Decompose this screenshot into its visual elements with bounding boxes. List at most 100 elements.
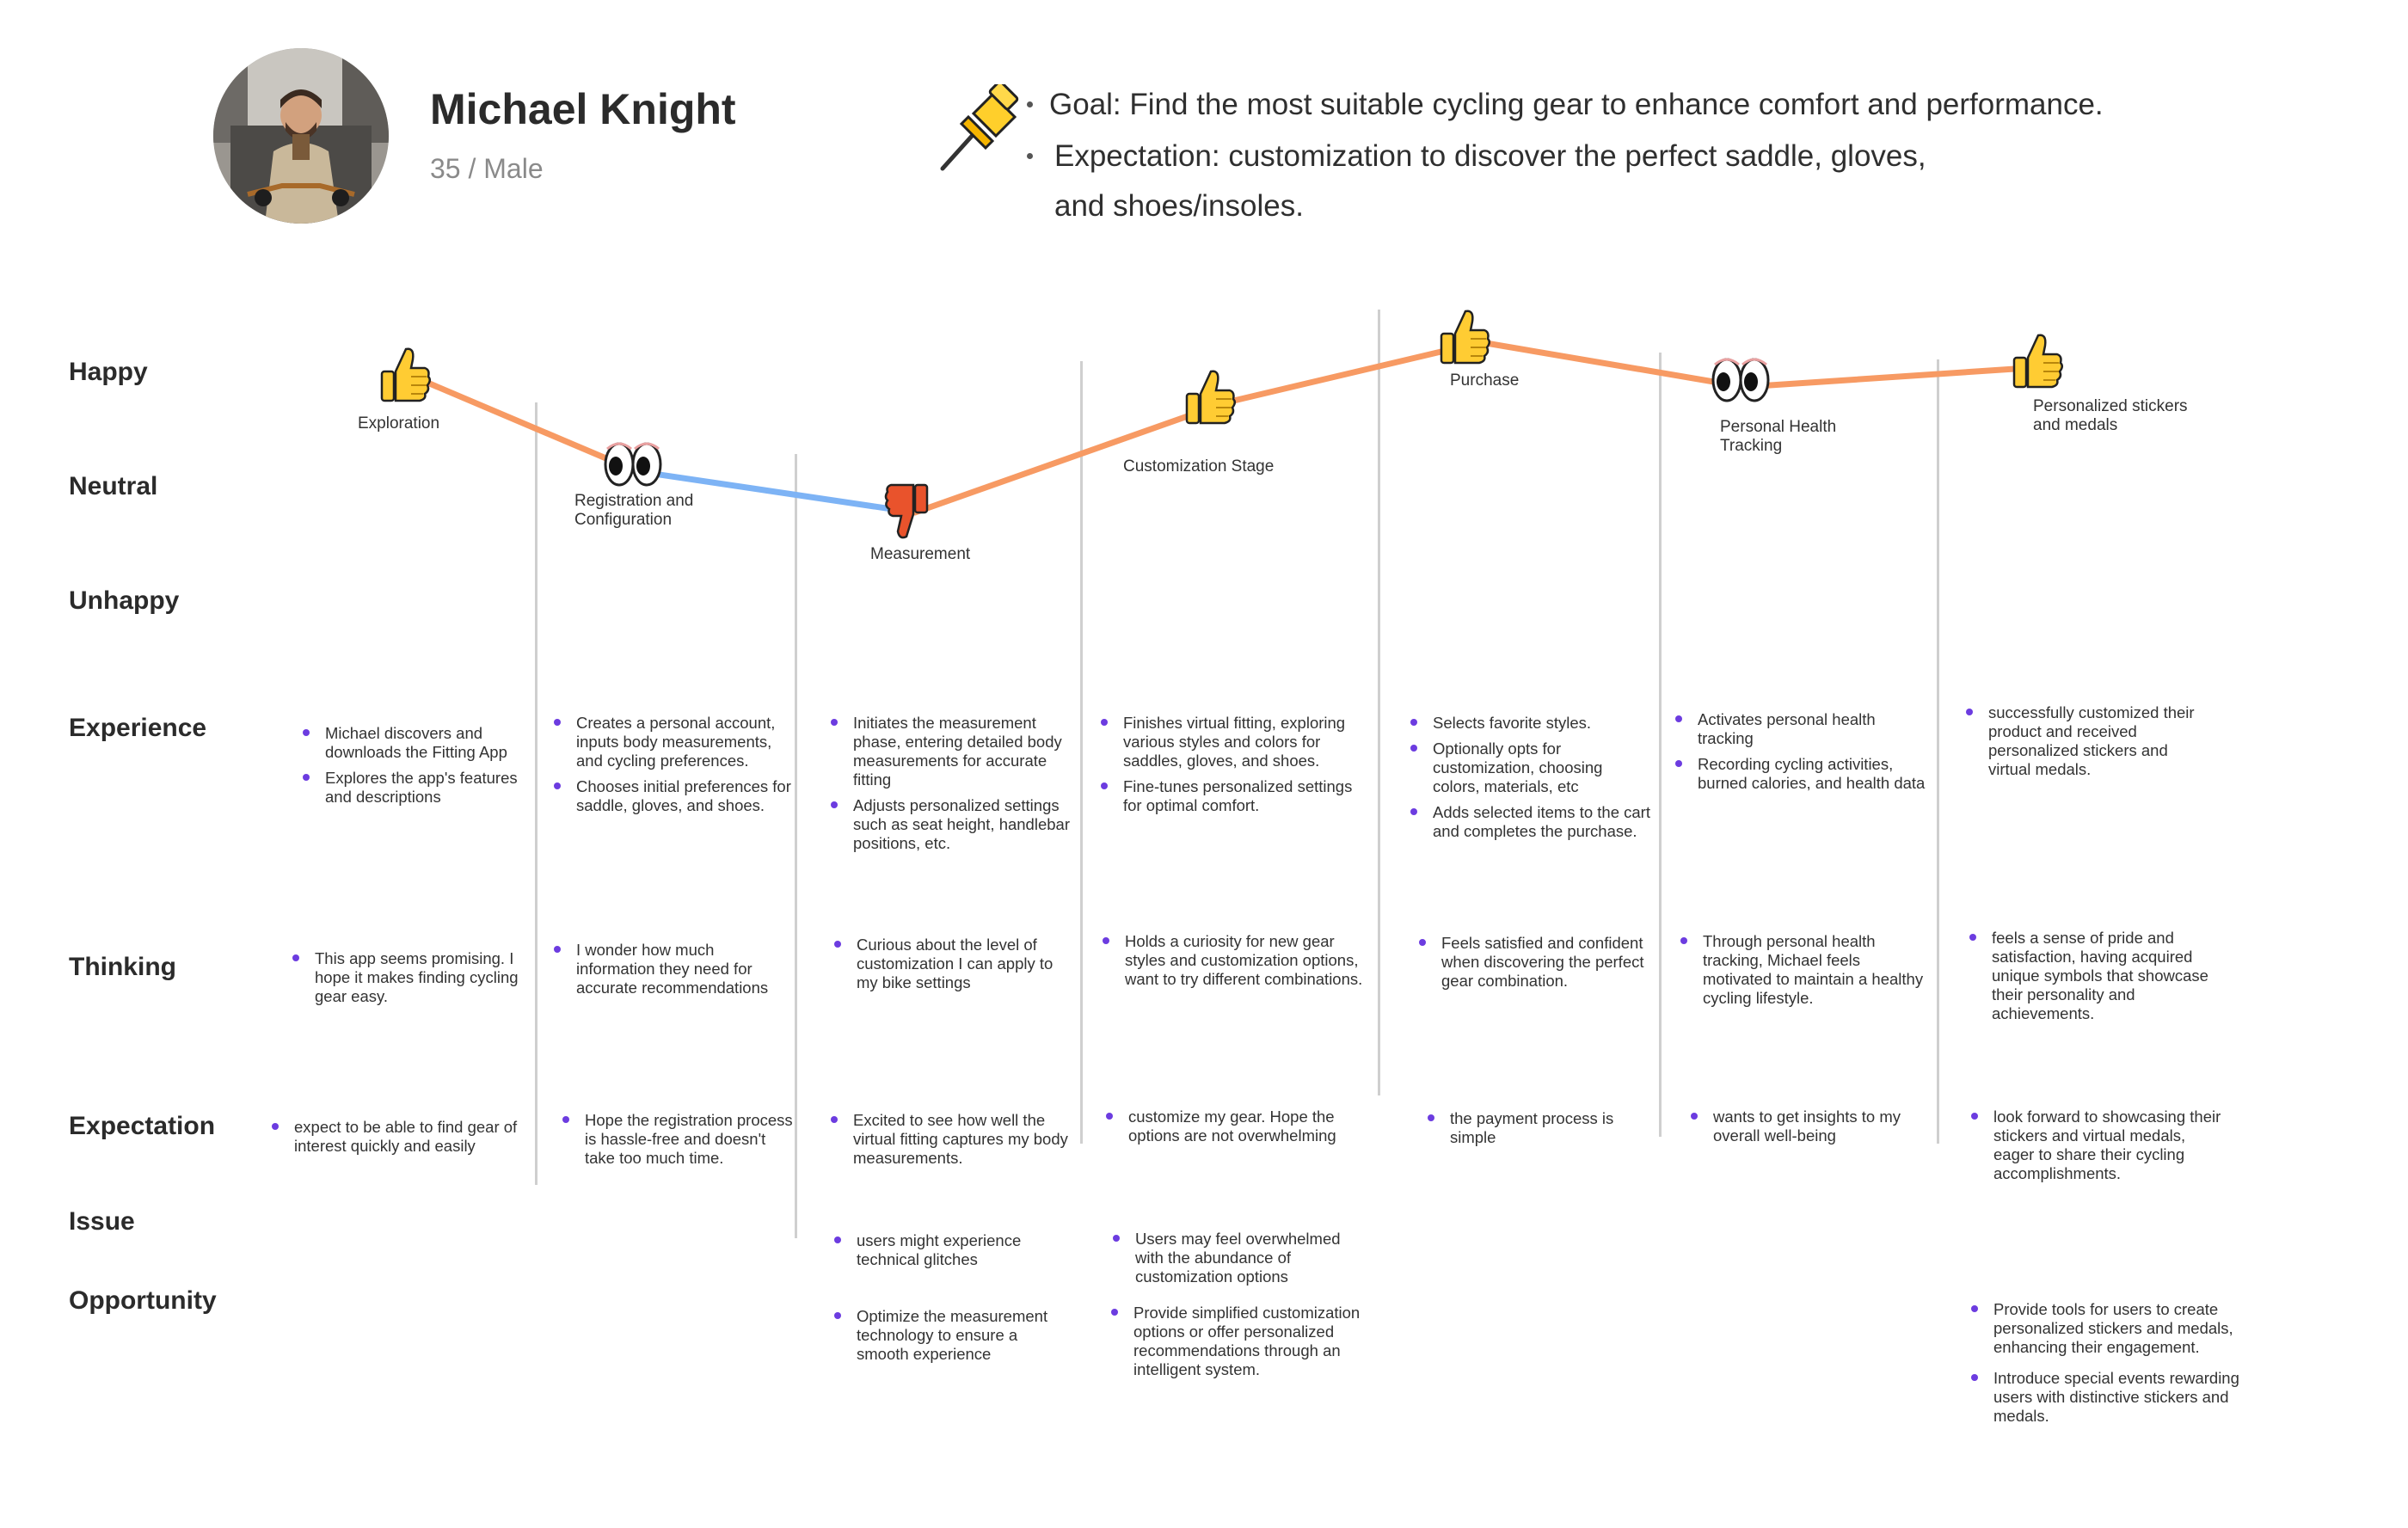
list-item: Fine-tunes personalized settings for opt… (1097, 777, 1364, 815)
curve-segment (912, 399, 1230, 516)
list-item: Optionally opts for customization, choos… (1407, 739, 1653, 796)
curve-segment (1477, 339, 1748, 390)
experience-list: Michael discovers and downloads the Fitt… (299, 724, 537, 813)
row-label-experience: Experience (69, 714, 207, 742)
row-label-happy: Happy (69, 358, 148, 386)
list-item: Introduce special events rewarding users… (1968, 1369, 2243, 1426)
thinking-list: Holds a curiosity for new gear styles an… (1099, 932, 1366, 996)
thinking-list: Through personal health tracking, Michae… (1677, 932, 1933, 1015)
list-item: Users may feel overwhelmed with the abun… (1109, 1230, 1367, 1286)
stage-divider (1080, 361, 1083, 1144)
list-item: Initiates the measurement phase, enterin… (827, 714, 1078, 789)
stage-divider (1378, 310, 1380, 1095)
thumbs-down-icon (884, 483, 929, 539)
pushpin-icon (936, 80, 1025, 174)
expectation-list: Excited to see how well the virtual fitt… (827, 1111, 1078, 1175)
list-item: Provide simplified customization options… (1108, 1304, 1391, 1379)
opportunity-list: Provide simplified customization options… (1108, 1304, 1391, 1386)
stage-divider (1659, 353, 1662, 1137)
persona-age-gender: 35 / Male (430, 153, 544, 184)
stage-label-purchase: Purchase (1450, 371, 1520, 390)
list-item: look forward to showcasing their sticker… (1968, 1108, 2226, 1183)
list-item: Adjusts personalized settings such as se… (827, 796, 1078, 853)
list-item: feels a sense of pride and satisfaction,… (1966, 929, 2241, 1023)
list-item: This app seems promising. I hope it make… (289, 949, 538, 1006)
list-item: customize my gear. Hope the options are … (1103, 1108, 1361, 1145)
list-item: Provide tools for users to create person… (1968, 1300, 2243, 1357)
thinking-list: Feels satisfied and confident when disco… (1416, 934, 1658, 997)
list-item: Excited to see how well the virtual fitt… (827, 1111, 1078, 1168)
row-label-opportunity: Opportunity (69, 1286, 217, 1315)
curve-segment (633, 468, 918, 516)
row-label-expectation: Expectation (69, 1112, 216, 1140)
list-item: Holds a curiosity for new gear styles an… (1099, 932, 1366, 989)
row-label-issue: Issue (69, 1207, 135, 1236)
experience-list: Activates personal health tracking Recor… (1672, 710, 1930, 800)
experience-list: Selects favorite styles. Optionally opts… (1407, 714, 1653, 848)
stage-label-customization: Customization Stage (1123, 457, 1275, 476)
thinking-list: This app seems promising. I hope it make… (289, 949, 538, 1013)
list-item: Hope the registration process is hassle-… (559, 1111, 796, 1168)
opportunity-list: Optimize the measurement technology to e… (831, 1307, 1072, 1371)
experience-list: Finishes virtual fitting, exploring vari… (1097, 714, 1364, 822)
expectation-list: customize my gear. Hope the options are … (1103, 1108, 1361, 1152)
stage-label-stickers: Personalized stickers and medals (2033, 397, 2188, 434)
list-item: the payment process is simple (1424, 1109, 1656, 1147)
stage-label-measurement: Measurement (870, 545, 971, 563)
expectation-list: the payment process is simple (1424, 1109, 1656, 1154)
list-item: Curious about the level of customization… (831, 936, 1078, 992)
curve-segment (1741, 363, 2057, 390)
thumbs-up-icon (380, 347, 431, 402)
stage-label-health-tracking: Personal Health Tracking (1720, 418, 1837, 455)
list-item: Through personal health tracking, Michae… (1677, 932, 1933, 1008)
list-item: successfully customized their product an… (1963, 703, 2212, 779)
list-item: Feels satisfied and confident when disco… (1416, 934, 1658, 991)
stage-divider (535, 402, 538, 1185)
experience-list: Initiates the measurement phase, enterin… (827, 714, 1078, 860)
expectation-list: Hope the registration process is hassle-… (559, 1111, 796, 1175)
list-item: Chooses initial preferences for saddle, … (550, 777, 793, 815)
list-item: Creates a personal account, inputs body … (550, 714, 793, 770)
list-item: Finishes virtual fitting, exploring vari… (1097, 714, 1364, 770)
list-item: Michael discovers and downloads the Fitt… (299, 724, 537, 762)
stage-divider (1937, 359, 1939, 1144)
thinking-list: Curious about the level of customization… (831, 936, 1078, 999)
expectation-text: Expectation: customization to discover t… (1027, 139, 1926, 174)
eyes-icon (604, 442, 662, 487)
persona-name: Michael Knight (430, 85, 736, 133)
experience-list: Creates a personal account, inputs body … (550, 714, 793, 822)
list-item: I wonder how much information they need … (550, 941, 793, 997)
thinking-list: feels a sense of pride and satisfaction,… (1966, 929, 2241, 1030)
experience-list: successfully customized their product an… (1963, 703, 2212, 786)
issue-list: users might experience technical glitche… (831, 1231, 1072, 1276)
eyes-icon (1711, 358, 1770, 402)
thumbs-up-icon (1440, 310, 1490, 365)
row-label-thinking: Thinking (69, 953, 176, 981)
list-item: users might experience technical glitche… (831, 1231, 1072, 1269)
thinking-list: I wonder how much information they need … (550, 941, 793, 1004)
list-item: Activates personal health tracking (1672, 710, 1930, 748)
thumbs-up-icon (2012, 334, 2063, 389)
list-item: Recording cycling activities, burned cal… (1672, 755, 1930, 793)
expectation-text-cont: and shoes/insoles. (1054, 189, 1304, 223)
stage-label-registration: Registration and Configuration (574, 492, 694, 529)
opportunity-list: Provide tools for users to create person… (1968, 1300, 2243, 1433)
thumbs-up-icon (1185, 370, 1236, 425)
stage-divider (795, 454, 797, 1238)
row-label-unhappy: Unhappy (69, 586, 180, 615)
list-item: Selects favorite styles. (1407, 714, 1653, 733)
row-label-neutral: Neutral (69, 472, 158, 500)
stage-label-exploration: Exploration (358, 414, 440, 433)
issue-list: Users may feel overwhelmed with the abun… (1109, 1230, 1367, 1293)
curve-segment (1223, 339, 1484, 406)
expectation-list: wants to get insights to my overall well… (1687, 1108, 1933, 1152)
goal-text: Goal: Find the most suitable cycling gea… (1027, 88, 2104, 122)
list-item: Explores the app's features and descript… (299, 769, 537, 807)
expectation-list: look forward to showcasing their sticker… (1968, 1108, 2226, 1190)
list-item: Adds selected items to the cart and comp… (1407, 803, 1653, 841)
list-item: Optimize the measurement technology to e… (831, 1307, 1072, 1364)
list-item: expect to be able to find gear of intere… (268, 1118, 526, 1156)
curve-segment (418, 377, 640, 475)
